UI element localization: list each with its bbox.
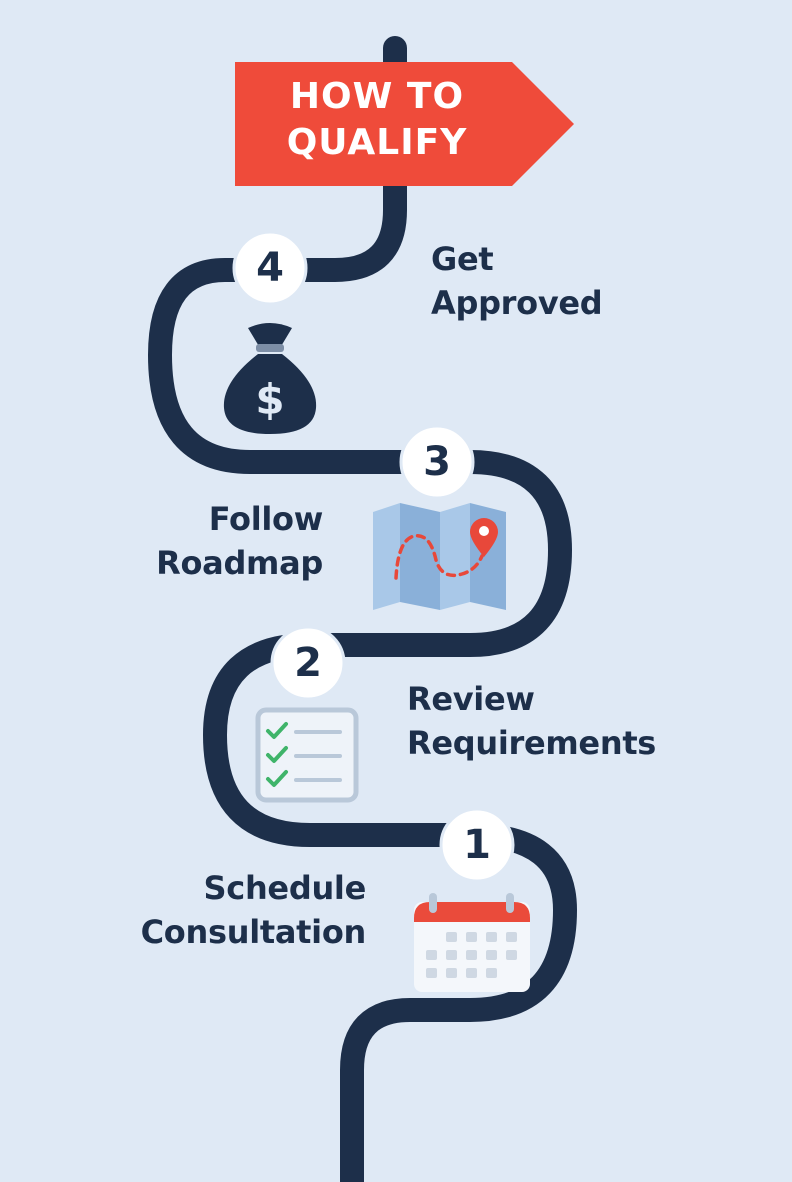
banner-line-2: QUALIFY — [286, 122, 468, 163]
banner-title: HOW TO QUALIFY — [236, 74, 518, 166]
step-4-line-1: Get — [431, 240, 494, 278]
banner-sign — [235, 62, 574, 186]
banner-line-1: HOW TO — [289, 76, 465, 117]
step-3-line-2: Roadmap — [156, 544, 323, 582]
road-path — [148, 36, 577, 1182]
step-3-number: 3 — [423, 439, 451, 485]
checklist-icon — [255, 707, 359, 803]
svg-text:$: $ — [255, 375, 284, 424]
map-icon — [373, 503, 506, 610]
calendar-icon — [414, 893, 530, 992]
step-2-line-2: Requirements — [407, 724, 657, 762]
step-1-label: Schedule Consultation — [110, 866, 367, 954]
step-1-line-2: Consultation — [140, 913, 367, 951]
money-bag-icon: $ — [223, 323, 317, 434]
step-3-line-1: Follow — [208, 500, 324, 538]
step-2-badge — [270, 625, 346, 701]
step-1-number: 1 — [463, 822, 491, 868]
step-2-label: Review Requirements — [407, 677, 656, 765]
step-1-badge — [439, 807, 515, 883]
step-4-line-2: Approved — [431, 284, 603, 322]
step-3-label: Follow Roadmap — [120, 497, 323, 585]
step-1-line-1: Schedule — [203, 869, 367, 907]
step-2-number: 2 — [294, 640, 322, 686]
step-4-badge — [232, 230, 308, 306]
step-2-line-1: Review — [407, 680, 535, 718]
step-4-label: Get Approved — [431, 237, 603, 325]
step-3-badge — [399, 424, 475, 500]
step-4-number: 4 — [256, 245, 284, 291]
